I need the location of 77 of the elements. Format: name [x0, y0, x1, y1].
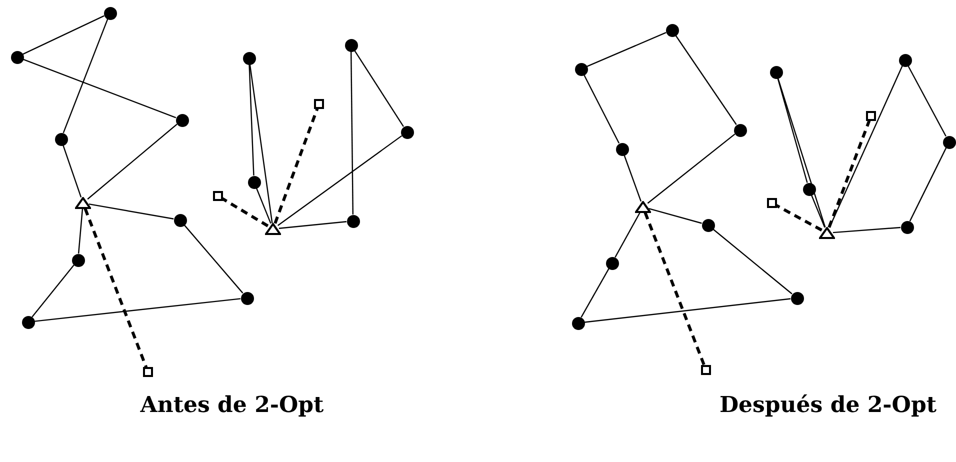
panel-caption: Después de 2-Opt: [718, 392, 938, 418]
customer-dot: [606, 256, 618, 270]
customer-dot: [242, 52, 256, 64]
route-line: [624, 154, 642, 202]
square-marker: [213, 191, 223, 201]
route-line: [354, 50, 404, 127]
route-line: [675, 35, 737, 125]
route-line: [810, 194, 826, 228]
dashed-line: [776, 204, 822, 232]
route-line: [256, 188, 272, 224]
customer-dot: [54, 132, 68, 146]
customer-dot: [248, 176, 260, 188]
route-line: [184, 224, 244, 294]
customer-dot: [72, 254, 84, 266]
customer-dot: [790, 292, 804, 304]
customer-dot: [176, 114, 188, 126]
route-line: [278, 221, 347, 229]
route-line: [909, 148, 947, 222]
route-line: [249, 64, 273, 224]
route-line: [647, 134, 736, 204]
route-line: [22, 58, 176, 118]
route-line: [350, 52, 354, 214]
customer-dot: [572, 316, 584, 330]
customer-dot: [574, 62, 588, 76]
customer-dot: [802, 182, 816, 196]
route-line: [777, 78, 808, 183]
route-line: [62, 144, 82, 198]
customer-dot: [734, 124, 746, 136]
customer-dot: [900, 220, 914, 234]
depot-triangle: [75, 197, 91, 209]
route-line: [908, 65, 946, 137]
panel-caption: Antes de 2-Opt: [139, 392, 325, 418]
route-line: [32, 264, 74, 318]
square-marker: [767, 198, 777, 208]
depot-triangle: [819, 227, 835, 239]
route-line: [583, 74, 620, 144]
square-marker: [701, 365, 711, 375]
route-line: [248, 64, 254, 176]
customer-dot: [174, 214, 186, 226]
depot-triangle: [265, 223, 281, 235]
square-marker: [143, 367, 153, 377]
customer-dot: [770, 66, 782, 78]
dashed-line: [274, 108, 319, 224]
route-line: [580, 268, 610, 318]
route-line: [712, 228, 792, 294]
customer-dot: [702, 218, 714, 232]
customer-dot: [616, 142, 628, 156]
dashed-line: [828, 120, 871, 228]
route-line: [832, 226, 901, 234]
route-line: [62, 18, 108, 134]
customer-dot: [346, 214, 360, 228]
depot-triangle: [635, 201, 651, 213]
route-line: [586, 32, 666, 67]
route-line: [78, 208, 84, 254]
customer-dot: [240, 292, 254, 304]
route-line: [777, 78, 826, 228]
route-line: [22, 15, 104, 55]
route-line: [88, 203, 174, 220]
customer-dot: [942, 136, 956, 148]
dashed-line: [84, 208, 148, 368]
route-line: [584, 298, 791, 323]
route-line: [648, 208, 702, 224]
customer-dot: [104, 6, 116, 20]
square-marker: [866, 111, 876, 121]
customer-dot: [344, 38, 358, 52]
route-line: [614, 212, 641, 258]
route-line: [87, 124, 178, 200]
customer-dot: [22, 316, 34, 328]
dashed-line: [222, 197, 269, 228]
dashed-line: [644, 212, 706, 366]
customer-dot: [400, 126, 414, 138]
customer-dot: [898, 54, 912, 66]
route-line: [278, 135, 402, 226]
square-marker: [314, 99, 324, 109]
route-line: [34, 298, 241, 322]
customer-dot: [666, 24, 678, 36]
customer-dot: [10, 50, 24, 64]
